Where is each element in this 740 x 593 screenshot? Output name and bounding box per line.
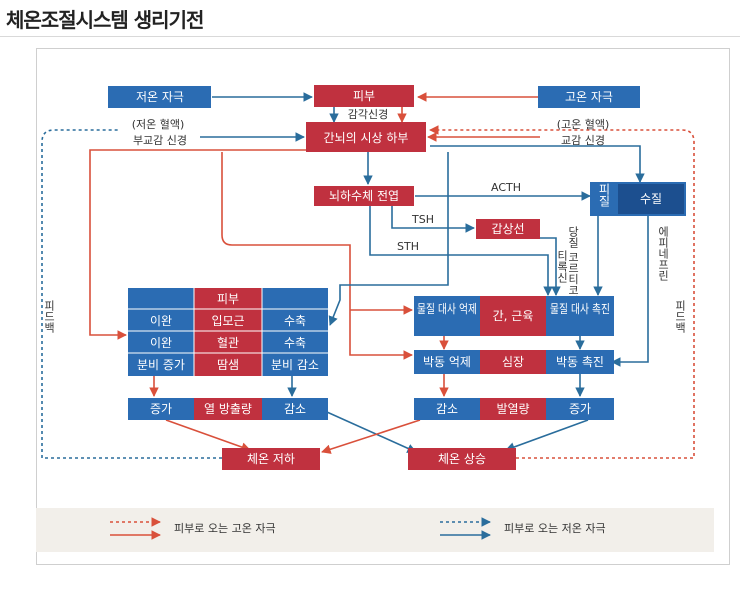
pituitary-box: 뇌하수체 전엽 [314, 186, 414, 206]
adrenal-cortex-label: 피질 [597, 183, 611, 207]
met-left-1: 물질 대사 억제 [417, 302, 477, 316]
adrenal-medulla-label: 수질 [640, 192, 662, 206]
high-blood-label: (고온 혈액) [557, 117, 610, 131]
arrow-prod-down [321, 419, 421, 454]
skin-row2-center: 혈관 [217, 336, 239, 350]
arrow-parasym-red [89, 149, 306, 340]
met-center-1: 간, 근육 [493, 309, 534, 323]
skin-row2-left: 이완 [150, 336, 172, 350]
connectors [41, 92, 695, 459]
low-blood-label: (저온 혈액) [132, 117, 185, 131]
svg-text:저온 자극: 저온 자극 [136, 90, 184, 104]
thyroid-box: 갑상선 [476, 219, 540, 239]
svg-text:갑상선: 갑상선 [491, 222, 524, 236]
production-center: 발열량 [496, 402, 529, 416]
skin-row2-right: 수축 [284, 336, 306, 350]
svg-text:피부: 피부 [353, 89, 375, 103]
met-center-2: 심장 [502, 355, 524, 369]
feedback-right-label: 피드백 [674, 300, 687, 333]
thyroxine-label: 티록신 [556, 250, 569, 283]
met-right-1: 물질 대사 촉진 [550, 302, 610, 316]
skin-row3-right: 분비 감소 [271, 358, 319, 372]
sympathetic-label: 교감 신경 [561, 134, 605, 147]
legend-high-label: 피부로 오는 고온 자극 [174, 522, 276, 535]
svg-text:간뇌의 시상 하부: 간뇌의 시상 하부 [324, 131, 409, 145]
skin-row1-right: 수축 [284, 314, 306, 328]
low-stimulus-box: 저온 자극 [108, 86, 211, 108]
hypothalamus-box: 간뇌의 시상 하부 [306, 122, 426, 152]
skin-row3-left: 분비 증가 [137, 358, 185, 372]
title-divider [0, 36, 740, 37]
skin-response-table: 피부 이완 입모근 수축 이완 혈관 수축 분비 증가 땀샘 분비 감소 [128, 288, 328, 376]
legend-low-label: 피부로 오는 저온 자극 [504, 522, 606, 535]
legend: 피부로 오는 고온 자극 피부로 오는 저온 자극 [36, 508, 714, 552]
svg-text:뇌하수체 전엽: 뇌하수체 전엽 [329, 189, 399, 203]
parasympathetic-label: 부교감 신경 [133, 134, 187, 147]
high-stimulus-box: 고온 자극 [538, 86, 640, 108]
release-right: 감소 [284, 402, 306, 416]
production-left: 감소 [436, 402, 458, 416]
arrow-release-down [165, 419, 251, 452]
arrow-sth [369, 205, 553, 296]
met-left-2: 박동 억제 [423, 355, 471, 369]
arrow-tsh [391, 205, 475, 233]
skin-table-header: 피부 [217, 292, 239, 306]
skin-box: 피부 [314, 85, 414, 107]
sensory-nerve-label: 감각신경 [348, 108, 388, 121]
temp-down-box: 체온 저하 [222, 448, 320, 470]
arrow-sym-blue [430, 145, 645, 183]
release-center: 열 방출량 [204, 402, 252, 416]
heat-production-row: 감소 발열량 증가 [414, 398, 614, 420]
production-right: 증가 [569, 402, 591, 416]
arrow-thyroxine [540, 237, 561, 296]
feedback-right-loop [429, 125, 695, 459]
temp-up-box: 체온 상승 [408, 448, 516, 470]
feedback-left-label: 피드백 [43, 300, 56, 333]
arrow-epinephrine [611, 216, 649, 367]
skin-row1-left: 이완 [150, 314, 172, 328]
metabolism-table: 물질 대사 억제 간, 근육 물질 대사 촉진 박동 억제 심장 박동 촉진 [414, 296, 614, 374]
epinephrine-label: 에피네프린 [657, 226, 670, 281]
svg-text:체온 저하: 체온 저하 [247, 452, 295, 466]
page-title: 체온조절시스템 생리기전 [6, 8, 204, 32]
met-right-2: 박동 촉진 [556, 355, 604, 369]
tsh-label: TSH [411, 213, 434, 226]
adrenal-box: 피질 수질 [590, 182, 686, 216]
arrow-hypo-skin-blue [328, 152, 449, 326]
heat-release-row: 증가 열 방출량 감소 [128, 398, 328, 420]
sth-label: STH [397, 240, 419, 253]
arrow-hypo-metab-red [221, 152, 413, 360]
skin-row3-center: 땀샘 [217, 358, 239, 372]
acth-label: ACTH [491, 181, 521, 194]
arrow-release-up [317, 407, 417, 453]
glucocorticoid-label: 당질 코르티코이드 [567, 226, 580, 318]
arrow-prod-up [505, 419, 589, 452]
skin-row1-center: 입모근 [211, 314, 244, 328]
svg-text:체온 상승: 체온 상승 [438, 452, 486, 466]
svg-text:고온 자극: 고온 자극 [565, 90, 613, 104]
feedback-left-loop [41, 129, 222, 459]
release-left: 증가 [150, 402, 172, 416]
